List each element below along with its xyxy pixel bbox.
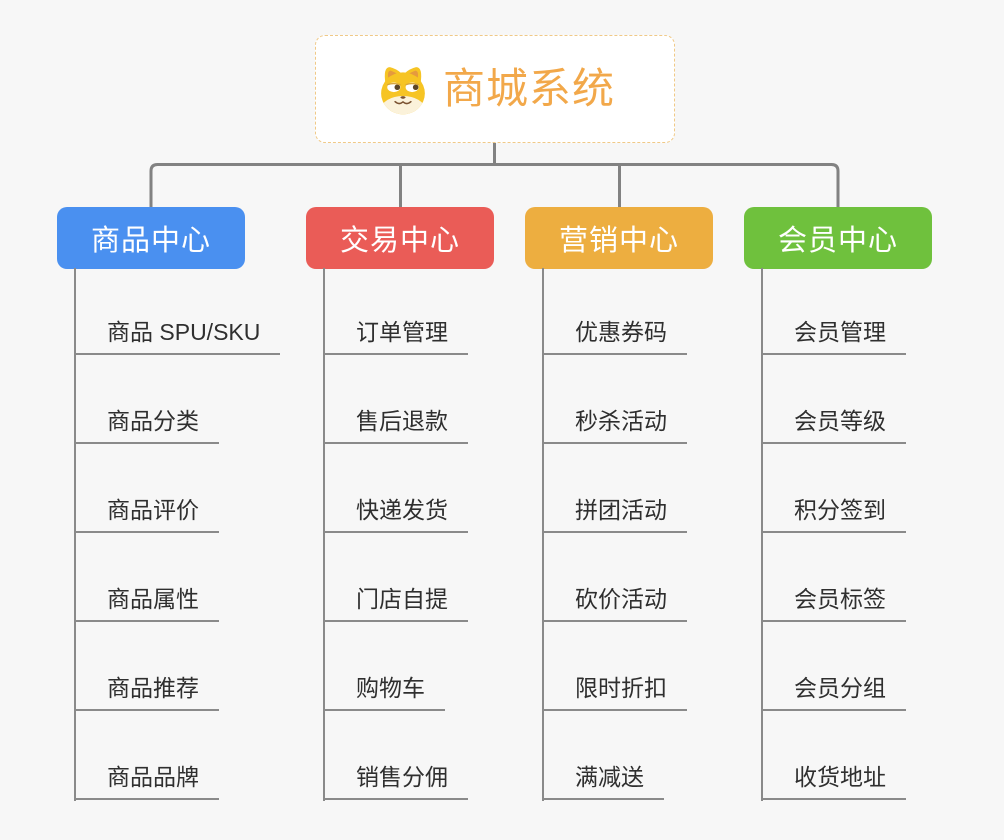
leaf-item[interactable]: 售后退款 xyxy=(323,406,468,444)
leaf-item[interactable]: 积分签到 xyxy=(761,495,906,533)
branch-children-marketing-center: 优惠券码 秒杀活动 拼团活动 砍价活动 限时折扣 满减送 xyxy=(542,268,772,808)
branch-children-trade-center: 订单管理 售后退款 快递发货 门店自提 购物车 销售分佣 xyxy=(323,268,553,808)
leaf-item[interactable]: 收货地址 xyxy=(761,762,906,800)
leaf-item[interactable]: 商品品牌 xyxy=(74,762,219,800)
leaf-item[interactable]: 销售分佣 xyxy=(323,762,468,800)
root-node[interactable]: 商城系统 xyxy=(315,35,675,143)
branch-children-product-center: 商品 SPU/SKU 商品分类 商品评价 商品属性 商品推荐 商品品牌 xyxy=(74,268,304,808)
tree-connector-lines xyxy=(149,143,840,208)
leaf-item[interactable]: 门店自提 xyxy=(323,584,468,622)
branch-trunk-line xyxy=(542,268,544,801)
branch-children-member-center: 会员管理 会员等级 积分签到 会员标签 会员分组 收货地址 xyxy=(761,268,991,808)
branch-trunk-line xyxy=(74,268,76,801)
branch-trunk-line xyxy=(761,268,763,801)
leaf-item[interactable]: 商品推荐 xyxy=(74,673,219,711)
branch-node-marketing-center[interactable]: 营销中心 xyxy=(525,207,713,269)
leaf-item[interactable]: 商品评价 xyxy=(74,495,219,533)
leaf-item[interactable]: 快递发货 xyxy=(323,495,468,533)
leaf-item[interactable]: 限时折扣 xyxy=(542,673,687,711)
leaf-item[interactable]: 商品属性 xyxy=(74,584,219,622)
leaf-item[interactable]: 满减送 xyxy=(542,762,664,800)
branch-node-trade-center[interactable]: 交易中心 xyxy=(306,207,494,269)
branch-node-member-center[interactable]: 会员中心 xyxy=(744,207,932,269)
leaf-item[interactable]: 拼团活动 xyxy=(542,495,687,533)
leaf-item[interactable]: 订单管理 xyxy=(323,317,468,355)
dog-face-icon xyxy=(381,67,425,115)
branch-trunk-line xyxy=(323,268,325,801)
leaf-item[interactable]: 砍价活动 xyxy=(542,584,687,622)
leaf-item[interactable]: 会员等级 xyxy=(761,406,906,444)
leaf-item[interactable]: 购物车 xyxy=(323,673,445,711)
root-title: 商城系统 xyxy=(442,65,615,112)
leaf-item[interactable]: 秒杀活动 xyxy=(542,406,687,444)
leaf-item[interactable]: 商品 SPU/SKU xyxy=(74,317,281,355)
leaf-item[interactable]: 会员分组 xyxy=(761,673,906,711)
branch-node-product-center[interactable]: 商品中心 xyxy=(57,207,245,269)
leaf-item[interactable]: 会员管理 xyxy=(761,317,906,355)
leaf-item[interactable]: 优惠券码 xyxy=(542,317,687,355)
leaf-item[interactable]: 会员标签 xyxy=(761,584,906,622)
leaf-item[interactable]: 商品分类 xyxy=(74,406,219,444)
